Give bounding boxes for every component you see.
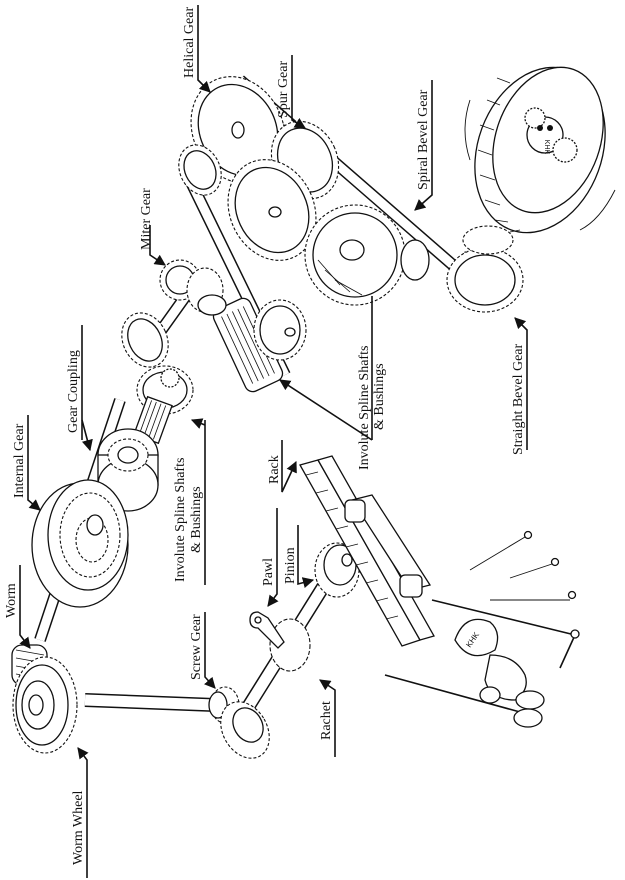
leader-rack xyxy=(281,440,297,493)
hammock xyxy=(384,530,580,713)
pawl xyxy=(249,611,285,649)
involute-spline-shaft-upper xyxy=(212,297,307,393)
leader-gear-coupling xyxy=(81,419,93,452)
leader-lines xyxy=(19,5,528,878)
leader-spiral-bevel-gear xyxy=(414,80,433,211)
label-involute-lower-line1: Involute Spline Shafts xyxy=(173,458,188,582)
boy: KHK xyxy=(454,618,545,728)
leader-screw-gear xyxy=(204,612,216,689)
label-internal-gear: Internal Gear xyxy=(12,423,27,498)
miter-gear xyxy=(159,259,227,316)
spur-gear-small xyxy=(121,312,169,368)
rack-carriage xyxy=(344,494,432,598)
label-spiral-bevel-gear: Spiral Bevel Gear xyxy=(416,89,431,190)
hamster-shirt-badge: KHK xyxy=(543,140,550,155)
label-pinion: Pinion xyxy=(283,547,298,584)
leader-helical-gear xyxy=(197,5,211,93)
label-pawl: Pawl xyxy=(261,558,276,586)
leader-worm-wheel xyxy=(77,747,89,878)
leader-worm xyxy=(19,565,31,649)
leader-involute-upper xyxy=(279,379,373,441)
labels: Helical Gear Spur Gear Spiral Bevel Gear… xyxy=(4,7,526,865)
label-involute-upper-line1: Involute Spline Shafts xyxy=(357,346,372,470)
leader-pinion xyxy=(297,525,315,589)
leader-rachet xyxy=(319,679,336,757)
large-spur-gear xyxy=(227,159,317,261)
label-gear-coupling: Gear Coupling xyxy=(66,350,81,433)
leader-internal-gear xyxy=(27,415,41,511)
label-miter-gear: Miter Gear xyxy=(139,188,154,250)
hamster-wheel: KHK xyxy=(464,66,616,234)
internal-gear xyxy=(31,479,129,608)
rachet xyxy=(269,618,311,672)
leader-pawl xyxy=(267,508,279,607)
label-involute-lower-line2: & Bushings xyxy=(189,486,204,553)
leader-involute-lower xyxy=(190,418,206,429)
small-helical-gear xyxy=(178,144,222,196)
label-rack: Rack xyxy=(267,455,282,484)
worm-wheel xyxy=(12,656,78,754)
pinion xyxy=(314,542,360,598)
involute-spline-shaft-lower xyxy=(133,365,194,445)
label-worm-wheel: Worm Wheel xyxy=(71,790,86,865)
label-straight-bevel-gear: Straight Bevel Gear xyxy=(511,343,526,455)
screw-gear xyxy=(208,686,270,759)
leader-miter-gear xyxy=(149,225,166,266)
label-rachet: Rachet xyxy=(319,701,334,740)
straight-bevel-gear xyxy=(400,225,524,313)
label-helical-gear: Helical Gear xyxy=(182,7,197,78)
spiral-bevel-gear xyxy=(304,204,406,306)
label-involute-upper-line2: & Bushings xyxy=(372,363,387,430)
leader-spur-gear xyxy=(291,55,306,129)
leader-straight-bevel-gear xyxy=(514,317,528,450)
motion-lines xyxy=(464,99,471,161)
rack xyxy=(299,455,435,647)
label-worm: Worm xyxy=(4,583,19,618)
label-spur-gear: Spur Gear xyxy=(276,61,291,118)
label-screw-gear: Screw Gear xyxy=(189,614,204,680)
hamster: KHK xyxy=(524,107,578,163)
